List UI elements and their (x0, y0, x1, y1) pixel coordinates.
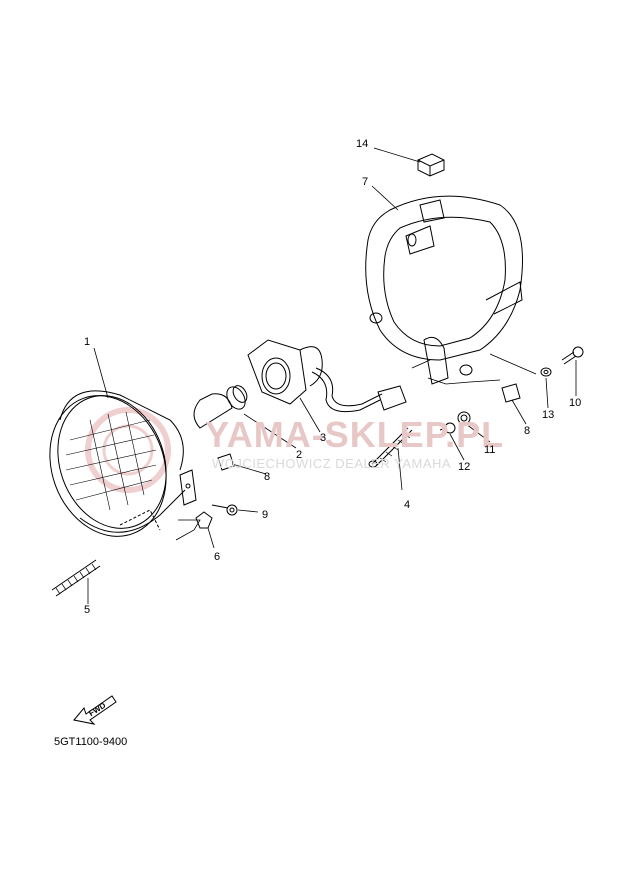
callout-6: 6 (214, 551, 221, 563)
callout-14: 14 (356, 138, 369, 150)
part-12-screw (439, 422, 456, 434)
part-2-bulb (193, 385, 248, 429)
callout-5: 5 (84, 604, 91, 616)
part-9-screw (211, 504, 238, 516)
callout-2: 2 (296, 449, 303, 461)
leader-lines (87, 147, 577, 604)
callout-7: 7 (362, 176, 369, 188)
part-6-nut (195, 511, 213, 529)
callout-1: 1 (84, 336, 91, 348)
callout-3: 3 (320, 432, 327, 444)
callout-9: 9 (262, 509, 269, 521)
part-14-cap (417, 153, 445, 177)
callout-12: 12 (458, 461, 471, 473)
callout-11: 11 (484, 444, 496, 456)
part-5-adjust-screw (51, 559, 101, 597)
callout-4: 4 (404, 499, 411, 511)
callout-13: 13 (542, 409, 555, 421)
part-8-clip-nut (217, 383, 521, 471)
part-7-housing (365, 195, 523, 385)
callout-8-left: 8 (264, 471, 271, 483)
part-4-long-screw (368, 427, 413, 468)
watermark-sub: WOJCIECHOWICZ DEALER YAMAHA (212, 456, 452, 471)
part-11-grommet (457, 411, 471, 425)
catalog-code: 5GT1100-9400 (54, 736, 128, 748)
watermark-main: YAMA-SKLEP.PL (205, 414, 505, 455)
part-1-headlight-lens (49, 390, 197, 537)
fwd-arrow-icon: FWD (72, 690, 118, 731)
part-13-washer (540, 367, 552, 377)
part-10-bolt (561, 346, 584, 365)
callout-8-right: 8 (524, 425, 531, 437)
part-3-socket (247, 339, 407, 413)
callout-10: 10 (569, 397, 582, 409)
